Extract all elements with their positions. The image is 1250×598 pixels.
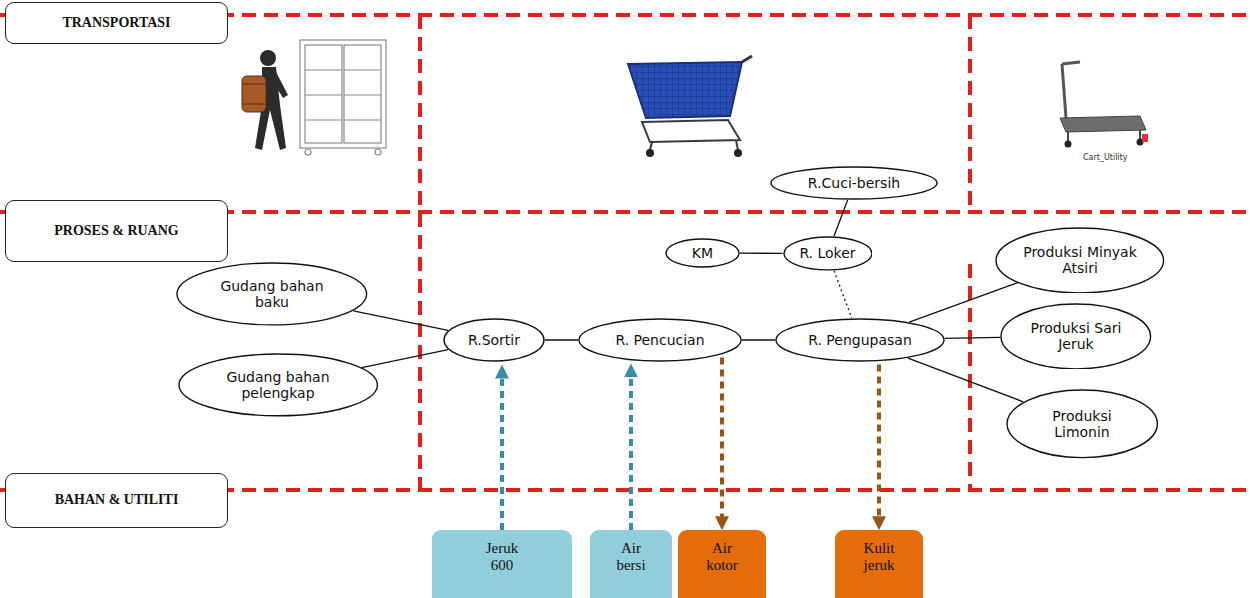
connector (909, 283, 1017, 322)
connector (945, 337, 1000, 338)
utility-cart (1050, 50, 1155, 165)
connector (877, 364, 881, 519)
material-box: Kulit jeruk (835, 530, 923, 598)
room-ellipse: R. Pengupasan (775, 318, 945, 362)
node-text: KM (692, 245, 713, 261)
connector (629, 375, 633, 530)
node-text: Gudang bahan baku (208, 278, 336, 310)
cabinet-drawing (300, 40, 386, 155)
node-text: Air kotor (697, 540, 747, 575)
connector (720, 357, 724, 519)
connector (362, 350, 448, 368)
material-box: Air bersi (590, 530, 672, 598)
node-text: R.Sortir (468, 332, 520, 348)
node-text: Gudang bahan pelengkap (211, 369, 345, 401)
room-ellipse: Gudang bahan pelengkap (178, 353, 378, 417)
connector (742, 339, 775, 340)
room-ellipse: Gudang bahan baku (176, 262, 368, 326)
room-ellipse: R.Sortir (443, 318, 545, 362)
row-label-box: PROSES & RUANG (5, 200, 228, 262)
connector (500, 376, 504, 530)
room-ellipse: R. Loker (783, 236, 873, 271)
node-text: Produksi Minyak Atsiri (1022, 244, 1138, 276)
room-ellipse: R.Cuci-bersih (770, 166, 938, 200)
connector (545, 339, 578, 340)
porter-figure (242, 50, 288, 150)
node-text: Air bersi (606, 540, 656, 575)
region-line (0, 15, 1250, 490)
node-text: Jeruk 600 (477, 540, 527, 575)
connector (834, 271, 852, 318)
room-ellipse: R. Pencucian (578, 318, 742, 362)
node-text: R. Loker (799, 245, 855, 261)
node-text: Produksi Limonin (1029, 408, 1135, 440)
material-box: Air kotor (678, 530, 766, 598)
node-text: R. Pencucian (615, 332, 704, 348)
room-ellipse: Produksi Sari Jeruk (1000, 303, 1152, 370)
shopping-cart (622, 50, 760, 160)
node-text: Produksi Sari Jeruk (1024, 320, 1127, 352)
row-label-box: BAHAN & UTILITI (5, 473, 228, 528)
connector (908, 358, 1023, 402)
node-text: R.Cuci-bersih (808, 175, 900, 191)
node-text: Kulit jeruk (854, 540, 904, 575)
material-box: Jeruk 600 (432, 530, 572, 598)
node-text: PROSES & RUANG (54, 223, 178, 239)
connector (353, 311, 448, 331)
room-ellipse: Produksi Minyak Atsiri (995, 227, 1165, 294)
row-label-box: TRANSPORTASI (5, 2, 228, 44)
room-ellipse: KM (665, 238, 740, 268)
connector (740, 252, 783, 253)
connector (834, 200, 848, 236)
room-ellipse: Produksi Limonin (1006, 389, 1158, 459)
node-text: R. Pengupasan (808, 332, 912, 348)
node-text: BAHAN & UTILITI (55, 492, 179, 508)
image-caption: Cart_Utility (1083, 153, 1127, 162)
node-text: TRANSPORTASI (62, 15, 170, 31)
